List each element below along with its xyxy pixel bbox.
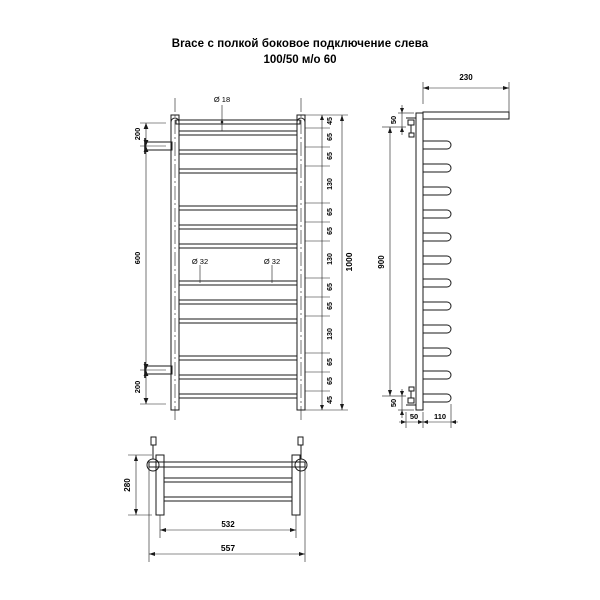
dim-side-bottom-offset: 50 bbox=[389, 399, 398, 407]
top-view-group bbox=[128, 436, 308, 562]
dim-rung-9: 65 bbox=[327, 302, 334, 310]
dim-rung-7: 130 bbox=[327, 253, 334, 265]
dim-rung-6: 65 bbox=[327, 227, 334, 235]
dim-rung-2: 65 bbox=[327, 133, 334, 141]
dim-side-top-offset: 50 bbox=[389, 116, 398, 124]
dim-rung-5: 65 bbox=[327, 208, 334, 216]
dim-overall-height: 1000 bbox=[344, 252, 354, 271]
dim-side-base-left: 50 bbox=[410, 412, 418, 421]
dim-side-top-depth: 230 bbox=[459, 73, 473, 82]
label-diameter-top: Ø 18 bbox=[214, 95, 230, 104]
dim-top-inner-width: 532 bbox=[221, 520, 235, 529]
dim-rung-1: 45 bbox=[327, 117, 334, 125]
label-diameter-left: Ø 32 bbox=[192, 257, 208, 266]
dim-front-left-600: 600 bbox=[133, 252, 142, 265]
dim-front-left-200-bottom: 200 bbox=[133, 381, 142, 394]
dim-rung-4: 130 bbox=[327, 178, 334, 190]
dim-side-height: 900 bbox=[377, 255, 386, 269]
dim-rung-10: 130 bbox=[327, 328, 334, 340]
page-subtitle: 100/50 м/о 60 bbox=[263, 54, 337, 66]
dim-side-base-right: 110 bbox=[434, 412, 446, 421]
page-title: Brace с полкой боковое подключение слева bbox=[171, 38, 429, 50]
front-view-group bbox=[140, 98, 348, 420]
dim-rung-12: 65 bbox=[327, 377, 334, 385]
dim-top-outer-width: 557 bbox=[221, 543, 235, 553]
dim-rung-3: 65 bbox=[327, 152, 334, 160]
side-view-group bbox=[382, 82, 510, 428]
dim-rung-11: 65 bbox=[327, 358, 334, 366]
dim-rung-13: 45 bbox=[327, 396, 334, 404]
dim-top-depth: 280 bbox=[123, 478, 132, 492]
dim-front-left-200-top: 200 bbox=[133, 128, 142, 141]
dim-rung-8: 65 bbox=[327, 283, 334, 291]
label-diameter-right: Ø 32 bbox=[264, 257, 280, 266]
